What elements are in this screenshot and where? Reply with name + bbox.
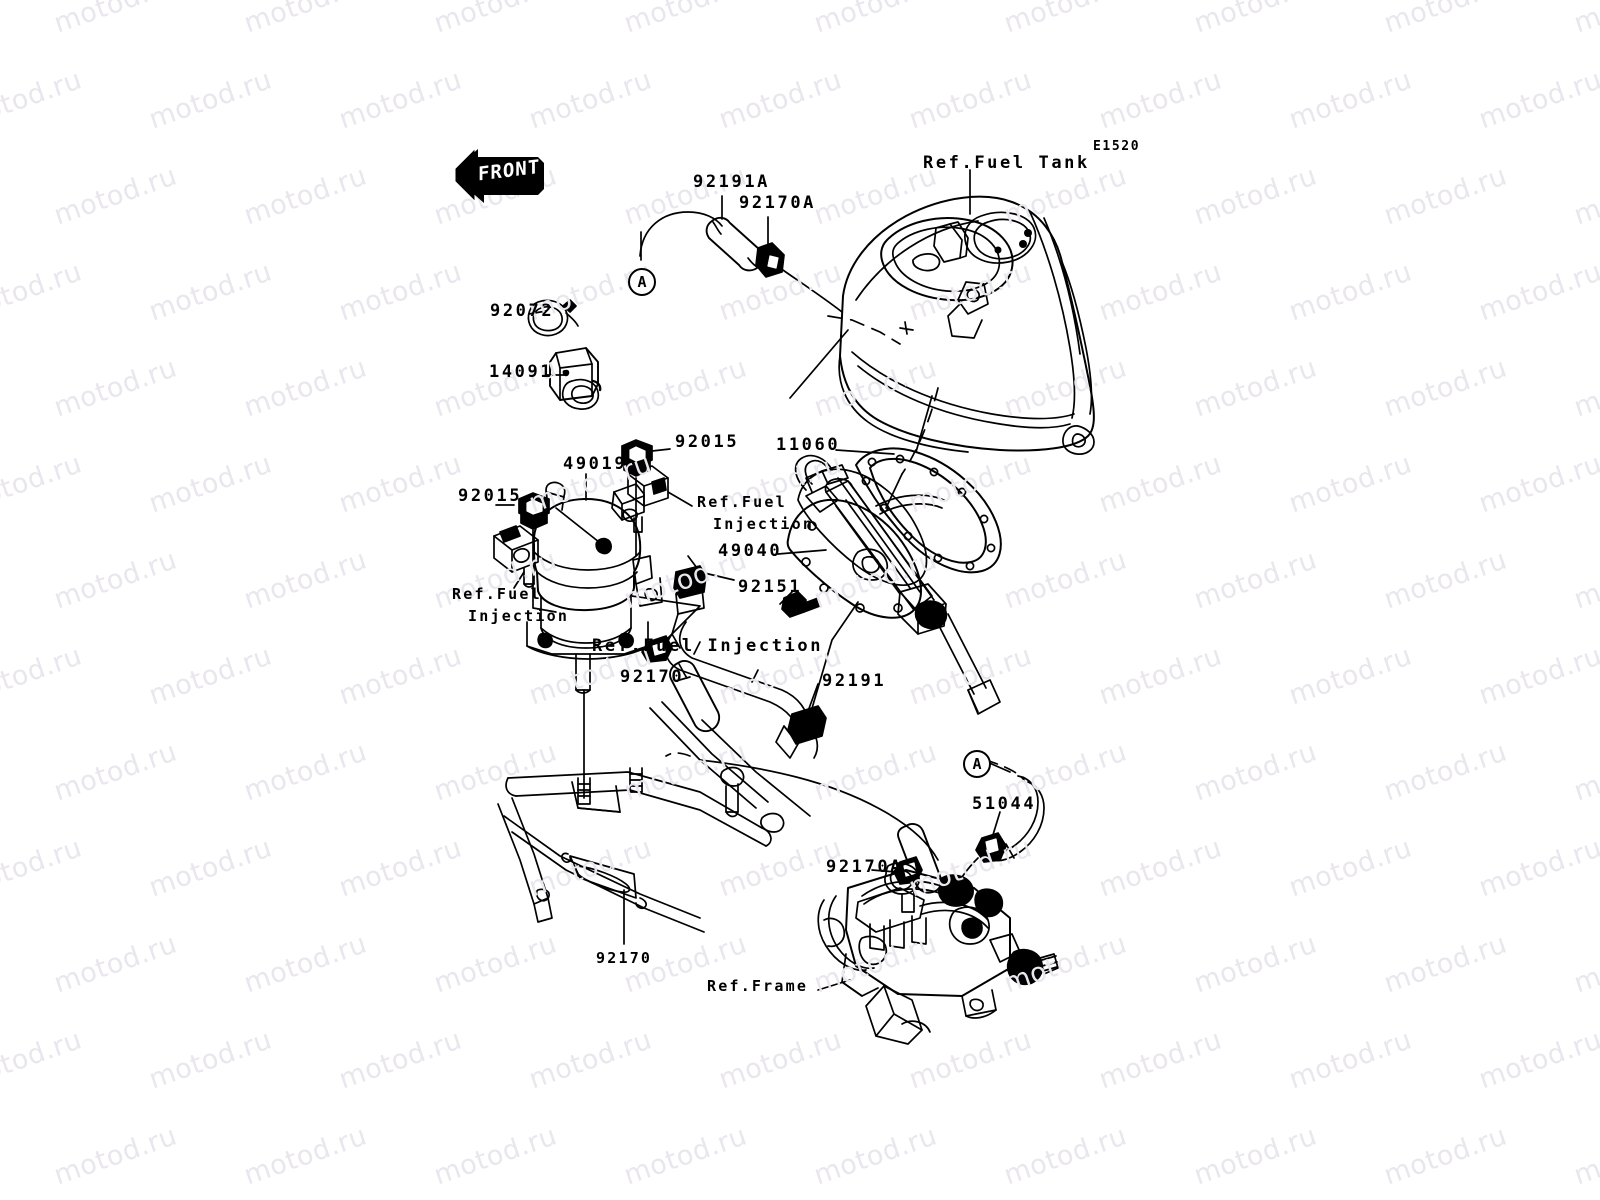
callout-51044: 92191 xyxy=(822,671,887,691)
callout-49019: 49019 xyxy=(563,454,628,474)
fuel-injection-sensor-right xyxy=(611,465,669,533)
throttle-body-illustration xyxy=(817,862,1059,1045)
callout-92170-mid: Ref.Fuel Injection xyxy=(592,636,824,656)
leader-lines xyxy=(495,169,1011,991)
callout-92015-left: 92015 xyxy=(458,486,523,506)
callout-92191A: 92191A xyxy=(693,172,771,192)
callout-92170A-top: 92170A xyxy=(739,193,817,213)
diagram-code: E1520 xyxy=(1093,139,1141,154)
fuel-tank-illustration xyxy=(827,195,1095,475)
frame-illustration xyxy=(497,701,811,933)
part-49019-fuel-filter xyxy=(526,481,663,694)
part-92015-nut-left xyxy=(518,492,550,530)
hose-92191A-assembly xyxy=(639,211,843,313)
callout-ref-frame: 92170 xyxy=(596,949,653,967)
callout-49040: 49040 xyxy=(718,541,783,561)
callout-92191: 92170 xyxy=(620,667,685,687)
part-92191-hose xyxy=(669,660,721,733)
callout-ref-fuel-tank: Ref.Fuel Tank xyxy=(923,153,1090,173)
callout-ref-throttle: Ref.Frame xyxy=(707,977,809,995)
part-92170-clamp-mid xyxy=(641,635,673,663)
front-direction-arrow: FRONT xyxy=(455,149,544,203)
callout-92072: 92072 xyxy=(490,301,555,321)
callout-92170A-bottom: 51044 xyxy=(972,794,1037,814)
part-49040-fuel-pump xyxy=(786,454,1001,715)
part-92151-bolt xyxy=(781,591,821,618)
part-92015-nut-upper xyxy=(621,439,653,477)
part-11060-gasket xyxy=(855,447,1002,574)
reference-mark-a-bottom: A xyxy=(963,750,991,778)
callout-92151: 92151 xyxy=(738,577,803,597)
reference-mark-a-top: A xyxy=(628,268,656,296)
callout-92170-bottom: 92170A xyxy=(826,857,904,877)
callout-ref-fuel-injection-right: Ref.Fuel Injection xyxy=(697,492,814,536)
callout-11060: 11060 xyxy=(776,435,841,455)
callout-14091: 14091 xyxy=(489,362,554,382)
ref-fuel-injection-left-line1: Ref.Fuel xyxy=(452,585,542,603)
fuel-hose-assembly xyxy=(665,565,827,759)
ref-fuel-injection-right-line2: Injection xyxy=(713,514,815,533)
part-14091-cover xyxy=(549,347,602,410)
ref-fuel-injection-left-line2: Injection xyxy=(468,606,570,625)
ref-fuel-injection-right-line1: Ref.Fuel xyxy=(697,493,787,511)
part-92072-band xyxy=(527,299,579,337)
callout-ref-fuel-injection-left: Ref.Fuel Injection xyxy=(452,584,569,628)
callout-92015-upper: 92015 xyxy=(675,432,740,452)
